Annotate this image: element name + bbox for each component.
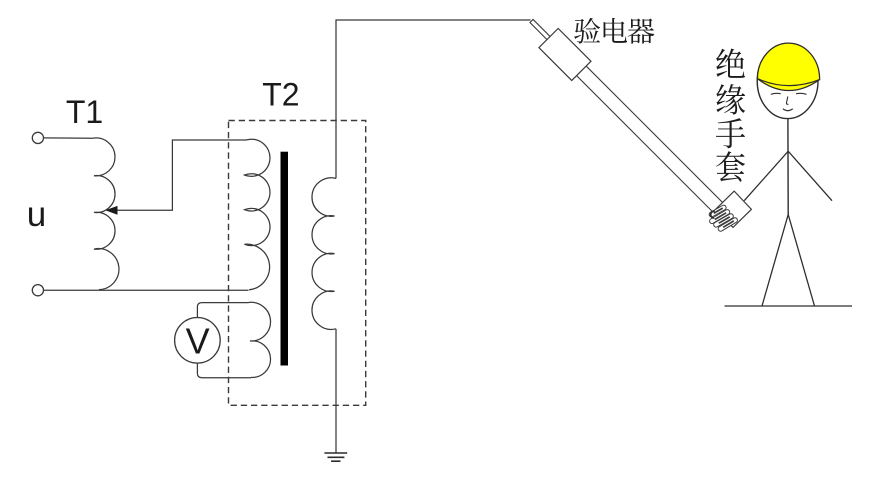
svg-text:V: V <box>186 321 210 362</box>
svg-text:T2: T2 <box>262 77 299 113</box>
svg-text:u: u <box>27 195 46 234</box>
svg-text:T1: T1 <box>66 94 103 130</box>
